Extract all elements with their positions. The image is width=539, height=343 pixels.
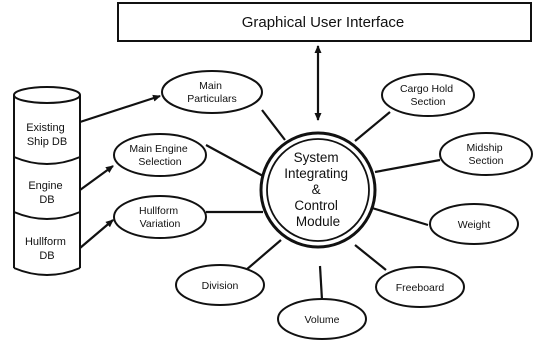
module-cargo-hold-section: Cargo Hold Section [381,73,475,117]
module-division: Division [175,264,265,306]
cargo-hold-section-line-2: Section [410,96,445,108]
division-line-1: Division [202,280,239,292]
core-module: System Integrating & Control Module [259,131,377,249]
hullform-db-line-1: Hullform [25,236,66,248]
core-line-2: Integrating [284,166,348,181]
engine-db-label: Engine DB [28,180,65,206]
connectors [79,45,441,301]
existing-ship-db-line-1: Existing [26,122,65,134]
svg-text:Hullform Variation: Hullform Variation [139,205,181,230]
svg-text:Weight: Weight [458,219,491,231]
midship-section-line-2: Section [468,155,503,167]
main-engine-selection-line-2: Selection [138,156,181,168]
spoke-volume [318,265,324,301]
svg-text:Freeboard: Freeboard [396,282,445,294]
module-midship-section: Midship Section [439,132,533,176]
spoke-division [245,239,282,271]
hullform-db-label: Hullform DB [25,236,69,262]
gui-label: Graphical User Interface [242,14,405,31]
module-main-engine-selection: Main Engine Selection [113,133,207,177]
cargo-hold-section-line-1: Cargo Hold [400,83,453,95]
spoke-midship-section [374,158,441,174]
db-bottom-rim [13,267,81,276]
core-line-5: Module [296,214,340,229]
svg-text:Main Particulars: Main Particulars [187,80,237,105]
svg-text:Division: Division [202,280,239,292]
core-line-1: System [294,150,339,165]
spoke-cargo-hold-section [354,111,391,142]
spoke-main-engine-selection [205,144,264,177]
arrow-db-to-hullform-variation [79,219,114,249]
db-top-cap [13,86,81,104]
engine-db-line-2: DB [39,194,54,206]
svg-text:Main Engine Selection: Main Engine Selection [129,143,190,168]
freeboard-line-1: Freeboard [396,282,445,294]
db-separator-2 [13,211,81,220]
main-engine-selection-line-1: Main Engine [129,143,188,155]
main-particulars-line-1: Main [199,80,222,92]
midship-section-line-1: Midship [466,142,502,154]
database-labels: Existing Ship DB Engine DB Hullform DB [25,122,69,262]
existing-ship-db-line-2: Ship DB [27,136,67,148]
existing-ship-db-label: Existing Ship DB [26,122,68,148]
core-label: System Integrating & Control Module [284,150,352,229]
spoke-weight [371,206,429,227]
module-hullform-variation: Hullform Variation [113,195,207,239]
hullform-variation-line-2: Variation [140,218,181,230]
core-inner-ring [266,138,370,242]
module-nodes: Main Particulars Main Engine Selection H… [113,70,533,340]
weight-line-1: Weight [458,219,491,231]
spoke-freeboard [354,244,387,271]
hullform-variation-line-1: Hullform [139,205,178,217]
core-line-3: & [312,182,321,197]
svg-text:Cargo Hold Section: Cargo Hold Section [400,83,456,108]
volume-line-1: Volume [304,314,339,326]
db-separator-1 [13,156,81,165]
core-line-4: Control [294,198,338,213]
module-main-particulars: Main Particulars [161,70,263,114]
svg-text:Volume: Volume [304,314,339,326]
arrow-db-to-main-particulars [79,94,161,124]
hullform-db-line-2: DB [39,250,54,262]
module-weight: Weight [429,203,519,245]
spoke-main-particulars [261,109,286,141]
arrow-db-to-main-engine-selection [79,165,114,191]
database-stack [13,86,81,276]
svg-text:Midship Section: Midship Section [466,142,505,167]
module-freeboard: Freeboard [375,266,465,308]
module-volume: Volume [277,298,367,340]
gui-box: Graphical User Interface [117,2,532,42]
main-particulars-line-2: Particulars [187,93,237,105]
engine-db-line-1: Engine [28,180,62,192]
